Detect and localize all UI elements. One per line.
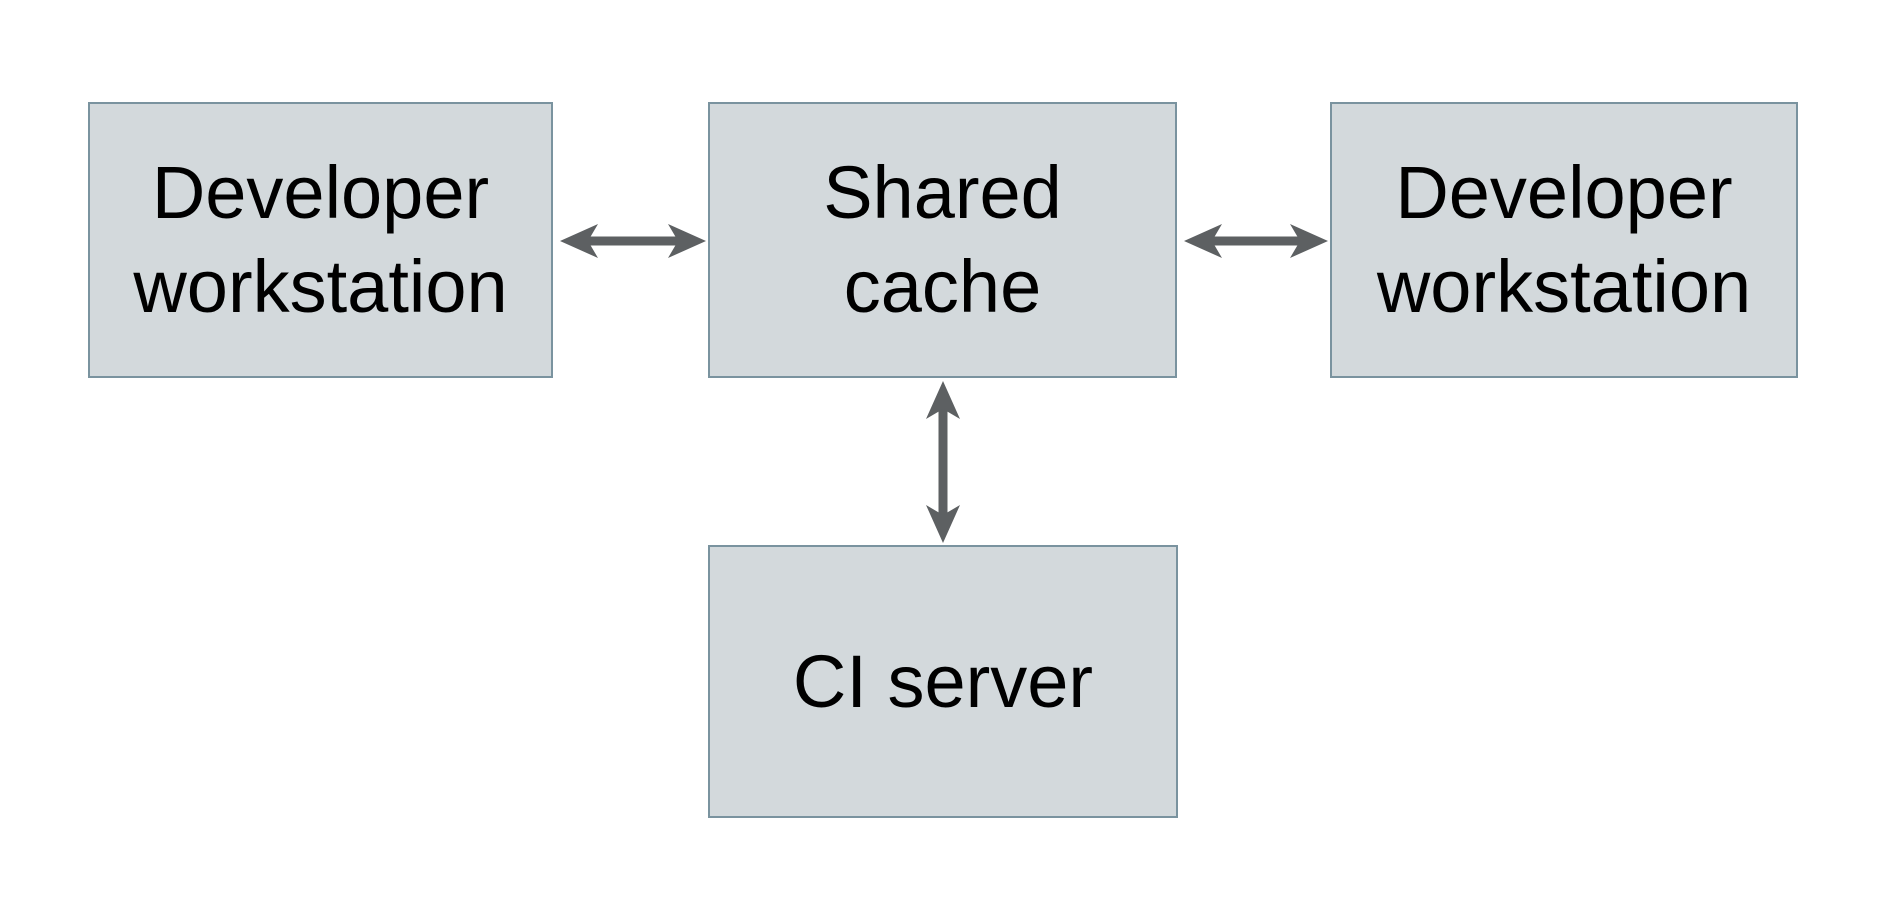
node-ci-server: CI server [708,545,1178,818]
node-developer-workstation-left: Developer workstation [88,102,553,378]
node-developer-workstation-right-label: Developer workstation [1376,151,1752,328]
arrow-cache-ciserver-bidirectional [926,381,960,543]
node-shared-cache-label: Shared cache [823,151,1062,328]
arrow-cache-devright-bidirectional [1184,224,1328,258]
node-developer-workstation-right: Developer workstation [1330,102,1798,378]
arrowhead-right-icon [1290,224,1328,258]
arrowhead-left-icon [560,224,598,258]
node-shared-cache: Shared cache [708,102,1177,378]
arrowhead-right-icon [668,224,706,258]
arrowhead-left-icon [1184,224,1222,258]
arrow-devleft-cache-bidirectional [560,224,706,258]
arrowhead-up-icon [926,381,960,419]
arrowhead-down-icon [926,505,960,543]
node-ci-server-label: CI server [792,639,1094,723]
node-developer-workstation-left-label: Developer workstation [133,151,508,328]
